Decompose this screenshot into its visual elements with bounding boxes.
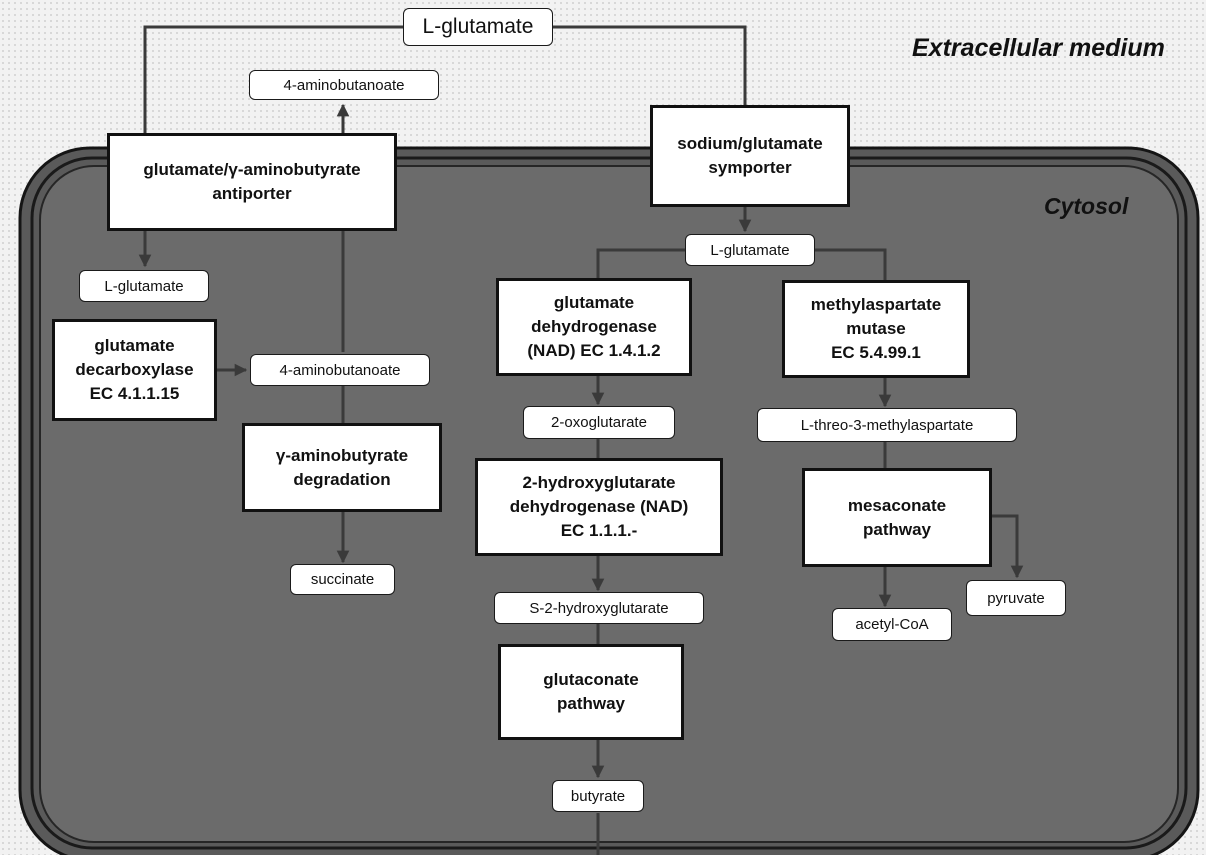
enzyme-2-hydroxyglutarate-dehydrogenase: 2-hydroxyglutarate dehydrogenase (NAD) E… xyxy=(475,458,723,556)
enzyme-sodium-glutamate-symporter: sodium/glutamate symporter xyxy=(650,105,850,207)
connector-lines xyxy=(138,25,1024,855)
metabolite-2-oxoglutarate: 2-oxoglutarate xyxy=(523,406,675,439)
enzyme-methylaspartate-mutase: methylaspartate mutase EC 5.4.99.1 xyxy=(782,280,970,378)
enzyme-glutamate-gaba-antiporter: glutamate/γ-aminobutyrate antiporter xyxy=(107,133,397,231)
metabolite-acetyl-coa: acetyl-CoA xyxy=(832,608,952,641)
metabolite-4-aminobutanoate-intracellular: 4-aminobutanoate xyxy=(250,354,430,386)
metabolite-succinate: succinate xyxy=(290,564,395,595)
edge-mesaconate-to-pyruvate xyxy=(992,514,1024,579)
metabolite-l-glutamate-center: L-glutamate xyxy=(685,234,815,266)
pathway-mesaconate: mesaconate pathway xyxy=(802,468,992,567)
extracellular-label: Extracellular medium xyxy=(912,34,1165,62)
edge-glutamate-to-symporter xyxy=(552,25,747,105)
metabolite-4-aminobutanoate-extracellular: 4-aminobutanoate xyxy=(249,70,439,100)
pathway-glutaconate: glutaconate pathway xyxy=(498,644,684,740)
edge-glutamate-to-glutamate-dh xyxy=(596,248,685,278)
pathway-gaba-degradation: γ-aminobutyrate degradation xyxy=(242,423,442,512)
metabolite-s-2-hydroxyglutarate: S-2-hydroxyglutarate xyxy=(494,592,704,624)
edge-glutamate-to-antiporter xyxy=(143,25,405,133)
metabolite-l-threo-3-methylaspartate: L-threo-3-methylaspartate xyxy=(757,408,1017,442)
metabolite-butyrate: butyrate xyxy=(552,780,644,812)
metabolite-pyruvate: pyruvate xyxy=(966,580,1066,616)
metabolite-l-glutamate-extracellular: L-glutamate xyxy=(403,8,553,46)
enzyme-glutamate-decarboxylase: glutamate decarboxylase EC 4.1.1.15 xyxy=(52,319,217,421)
metabolite-l-glutamate-left: L-glutamate xyxy=(79,270,209,302)
enzyme-glutamate-dehydrogenase: glutamate dehydrogenase (NAD) EC 1.4.1.2 xyxy=(496,278,692,376)
cytosol-label: Cytosol xyxy=(1044,193,1129,219)
edge-glutamate-to-mutase xyxy=(815,248,887,280)
